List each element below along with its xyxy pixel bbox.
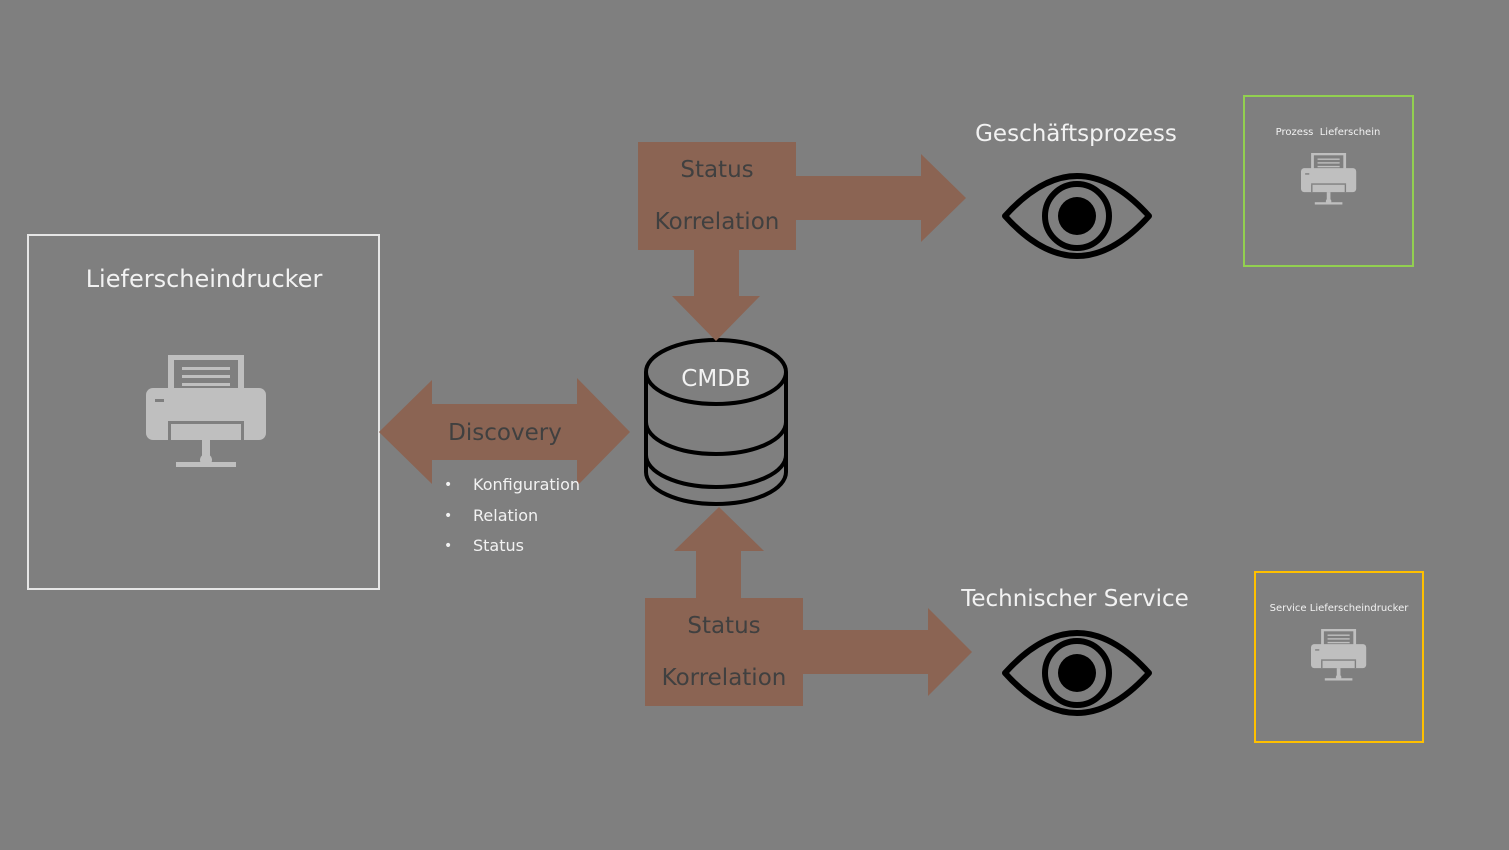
process-card: Prozess Lieferschein [1243,95,1414,267]
eye-icon [1005,633,1149,713]
technical-service-section: Technischer Service Service Lieferschein… [960,571,1424,743]
bottom-status-block: Status Korrelation [645,507,972,706]
printer-icon [1311,629,1367,681]
discovery-item-status: Status [473,536,524,555]
device-box: Lieferscheindrucker [27,234,380,590]
top-correlation-label: Korrelation [655,209,780,235]
business-process-section: Geschäftsprozess Prozess Lieferschein [975,95,1414,267]
process-card-label: Prozess Lieferschein [1276,127,1381,138]
bottom-status-label: Status [687,613,760,639]
bottom-correlation-label: Korrelation [662,665,787,691]
technical-service-title: Technischer Service [960,586,1189,612]
top-status-block: Status Korrelation [638,142,966,341]
bullet-icon: • [444,477,452,493]
discovery-item-konfiguration: Konfiguration [473,475,580,494]
business-process-title: Geschäftsprozess [975,121,1177,147]
eye-icon [1005,176,1149,256]
top-status-label: Status [680,157,753,183]
printer-icon [1301,153,1357,205]
bullet-icon: • [444,538,452,554]
cmdb-database: CMDB [644,338,788,506]
discovery-list: • Konfiguration • Relation • Status [444,475,580,555]
discovery-arrow: Discovery [379,378,630,486]
bullet-icon: • [444,508,452,524]
discovery-item-relation: Relation [473,506,538,525]
service-card-label: Service Lieferscheindrucker [1270,603,1410,614]
service-card: Service Lieferscheindrucker [1254,571,1424,743]
device-title: Lieferscheindrucker [86,265,323,293]
cmdb-label: CMDB [681,366,750,392]
printer-icon [146,355,266,467]
database-icon [644,338,788,506]
discovery-label: Discovery [448,420,562,446]
